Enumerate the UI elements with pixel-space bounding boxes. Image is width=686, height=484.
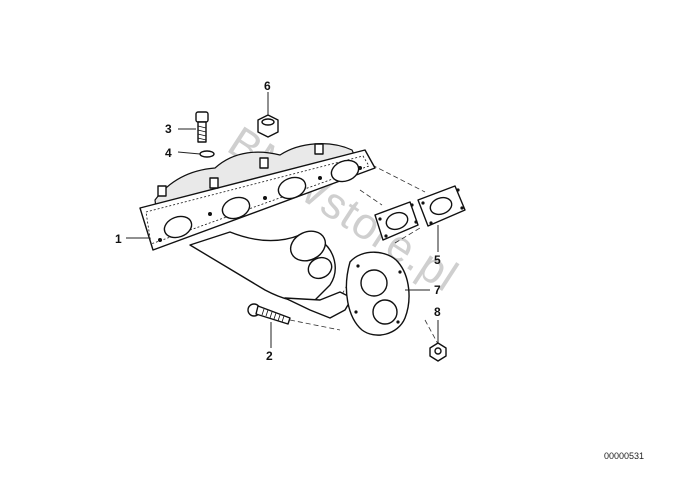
callout-7: 7	[434, 283, 441, 297]
callout-1: 1	[115, 232, 122, 246]
callout-2: 2	[266, 349, 273, 363]
leader-lines	[126, 92, 439, 348]
callout-5: 5	[434, 253, 441, 267]
callout-8: 8	[434, 305, 441, 319]
diagram-reference-number: 00000531	[604, 451, 644, 461]
washer-part-4	[199, 150, 215, 158]
callout-3: 3	[165, 122, 172, 136]
gasket-pair-part-5	[374, 185, 466, 241]
callout-4: 4	[165, 146, 172, 160]
nut-part-8	[429, 342, 447, 362]
nut-part-6	[257, 114, 279, 138]
bolt-part-2	[247, 303, 291, 325]
callout-labels: 1 2 3 4 5 6 7 8	[115, 79, 441, 363]
stud-part-3	[195, 111, 209, 143]
outlet-gasket-part-7	[345, 251, 410, 336]
callout-6: 6	[264, 79, 271, 93]
exhaust-manifold	[139, 143, 376, 319]
